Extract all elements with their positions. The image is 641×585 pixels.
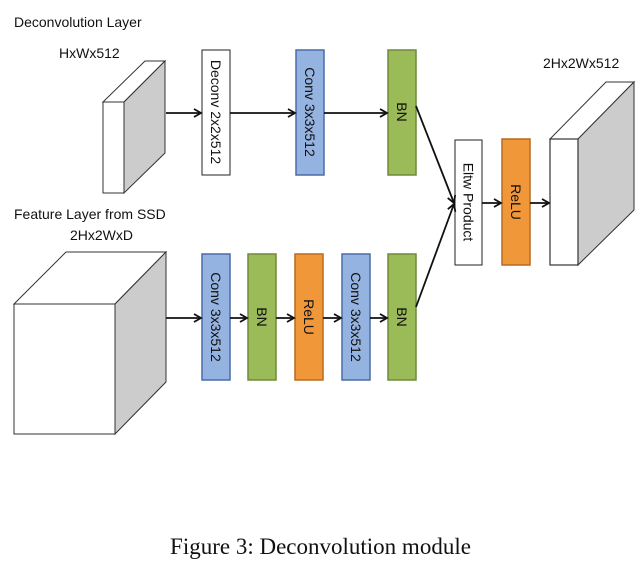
bottom-path: Conv 3x3x512 BN ReLU Conv 3x3x512 BN — [201, 253, 417, 381]
output-slab-front — [549, 138, 579, 266]
feature-cube-front — [13, 303, 116, 435]
eltw-product-rect — [454, 139, 483, 266]
top-conv-block: Conv 3x3x512 — [295, 49, 325, 176]
top-bn-block-label: BN — [394, 102, 410, 121]
arrows — [166, 105, 551, 323]
output-relu-label: ReLU — [508, 184, 524, 220]
bottom-relu-label: ReLU — [301, 299, 317, 335]
bottom-bn2-rect — [387, 253, 417, 381]
feature-dims-label: 2Hx2WxD — [70, 227, 133, 243]
feature-layer-tensor — [12, 250, 168, 436]
bottom-bn1-block: BN — [247, 253, 277, 381]
bottom-bn2-label: BN — [394, 307, 410, 326]
deconv-input-tensor — [101, 59, 167, 195]
bottom-bn1-rect — [247, 253, 277, 381]
arrow-bottom-bn-to-eltw — [415, 202, 457, 308]
deconv-block: Deconv 2x2x512 — [201, 49, 231, 176]
bottom-bn1-label: BN — [254, 307, 270, 326]
eltw-product-block: Eltw Product — [454, 139, 483, 266]
output-dims-label: 2Hx2Wx512 — [543, 55, 619, 71]
top-conv-block-label: Conv 3x3x512 — [302, 67, 318, 157]
top-path: Deconv 2x2x512 Conv 3x3x512 BN — [201, 49, 417, 176]
merge-path: Eltw Product ReLU — [454, 138, 531, 266]
eltw-product-label: Eltw Product — [461, 163, 477, 242]
bottom-relu-rect — [294, 253, 324, 381]
output-tensor — [548, 80, 636, 267]
bottom-bn2-block: BN — [387, 253, 417, 381]
bottom-relu-block: ReLU — [294, 253, 324, 381]
deconv-block-label: Deconv 2x2x512 — [208, 60, 224, 165]
bottom-conv1-label: Conv 3x3x512 — [208, 272, 224, 362]
top-bn-block-rect — [387, 49, 417, 176]
deconv-input-dims-label: HxWx512 — [59, 45, 120, 61]
feature-layer-label: Feature Layer from SSD — [14, 206, 166, 222]
output-relu-block: ReLU — [501, 138, 531, 266]
bottom-conv2-label: Conv 3x3x512 — [348, 272, 364, 362]
input-slab-front — [102, 101, 125, 194]
bottom-conv2-rect — [341, 253, 371, 381]
top-bn-block: BN — [387, 49, 417, 176]
figure-caption: Figure 3: Deconvolution module — [170, 534, 471, 559]
bottom-conv1-block: Conv 3x3x512 — [201, 253, 231, 381]
bottom-conv2-block: Conv 3x3x512 — [341, 253, 371, 381]
bottom-conv1-rect — [201, 253, 231, 381]
arrow-top-bn-to-eltw — [415, 105, 457, 205]
deconv-layer-label: Deconvolution Layer — [14, 14, 142, 30]
